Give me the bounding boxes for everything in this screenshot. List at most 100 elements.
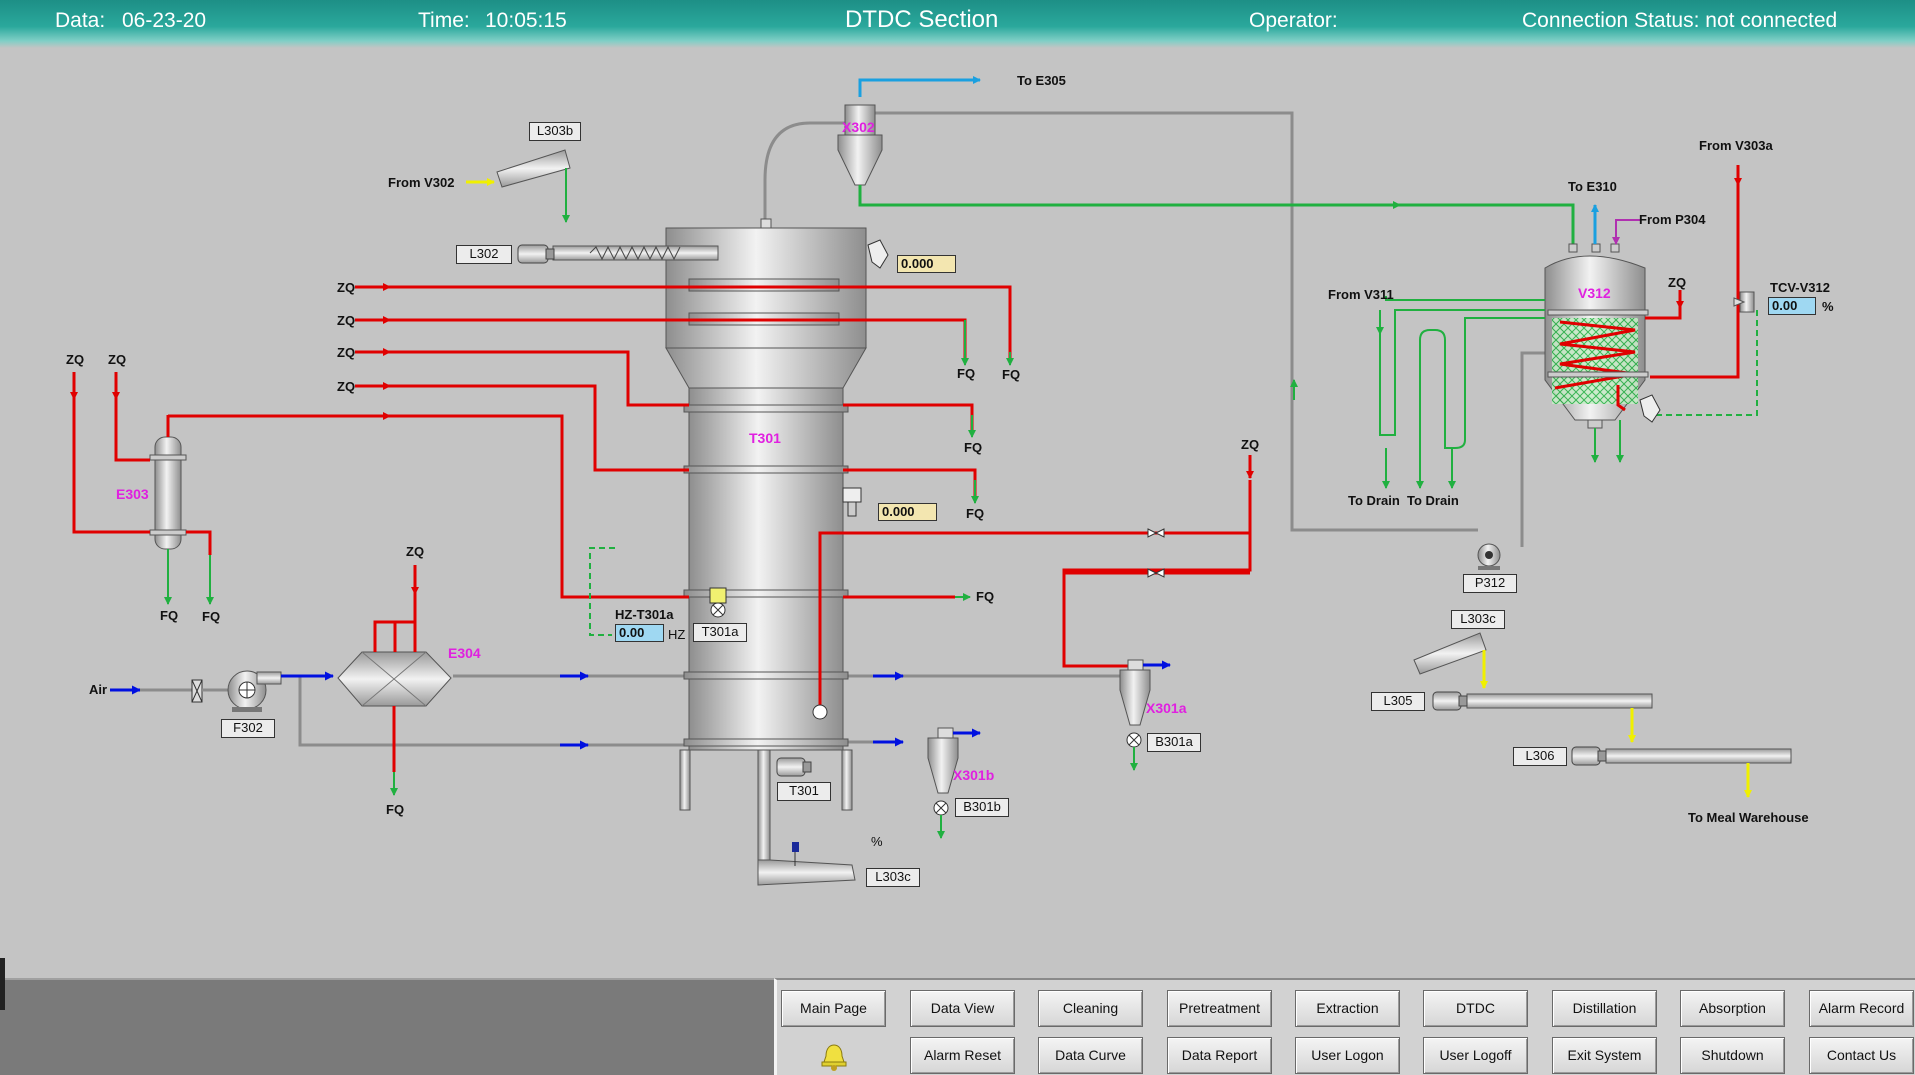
nav-dtdc[interactable]: DTDC <box>1423 990 1528 1027</box>
label-fq: FQ <box>160 608 179 623</box>
tag-l305: L305 <box>1371 692 1425 711</box>
time-label: Time: <box>418 9 470 32</box>
connection-status: Connection Status: not connected <box>1522 9 1838 32</box>
nav-contact-us[interactable]: Contact Us <box>1809 1037 1914 1074</box>
nav-absorption[interactable]: Absorption <box>1680 990 1785 1027</box>
cyclone-x302 <box>837 104 883 186</box>
nav-data-curve[interactable]: Data Curve <box>1038 1037 1143 1074</box>
label-to-drain: To Drain <box>1348 493 1400 508</box>
equipment-label-x302: X302 <box>842 119 875 135</box>
equipment-label-e304: E304 <box>448 645 481 661</box>
hopper-l303b <box>496 149 571 188</box>
nav-shutdown[interactable]: Shutdown <box>1680 1037 1785 1074</box>
nav-extraction[interactable]: Extraction <box>1295 990 1400 1027</box>
label-air: Air <box>89 682 108 697</box>
date-value: 06-23-20 <box>122 9 207 32</box>
hz-unit: HZ <box>668 627 686 642</box>
equipment-label-t301: T301 <box>749 430 781 446</box>
date-label: Data: <box>55 9 106 32</box>
nav-exit-system[interactable]: Exit System <box>1552 1037 1657 1074</box>
fan-icon[interactable] <box>227 670 282 712</box>
label-zq: ZQ <box>406 544 425 559</box>
label-to-e310: To E310 <box>1568 179 1617 194</box>
tag-t301-motor: T301 <box>777 782 831 801</box>
label-to-meal-warehouse: To Meal Warehouse <box>1688 810 1809 825</box>
label-zq: ZQ <box>66 352 85 367</box>
valve-icon[interactable] <box>1639 394 1661 423</box>
label-from-p304: From P304 <box>1639 212 1706 227</box>
process-diagram <box>70 76 1792 886</box>
label-to-e305: To E305 <box>1017 73 1066 88</box>
hopper-l303c <box>1413 632 1487 675</box>
nav-user-logoff[interactable]: User Logoff <box>1423 1037 1528 1074</box>
level-switch <box>812 704 828 720</box>
nav-data-view[interactable]: Data View <box>910 990 1015 1027</box>
pct-symbol: % <box>871 834 883 849</box>
valve-icon[interactable] <box>867 239 889 269</box>
motor-icon[interactable] <box>1432 691 1468 711</box>
nav-cleaning[interactable]: Cleaning <box>1038 990 1143 1027</box>
label-from-v302: From V302 <box>388 175 455 190</box>
nav-pretreatment[interactable]: Pretreatment <box>1167 990 1272 1027</box>
label-fq: FQ <box>957 366 976 381</box>
tcv-value: 0.00 <box>1768 297 1816 315</box>
readout-mid-value: 0.000 <box>878 503 937 521</box>
nav-main-page[interactable]: Main Page <box>781 990 886 1027</box>
label-fq: FQ <box>966 506 985 521</box>
exchanger-e303 <box>149 436 187 550</box>
motor-icon[interactable] <box>776 757 812 777</box>
cyclone-x301b <box>927 727 959 816</box>
tag-t301a: T301a <box>693 623 747 642</box>
label-from-v311: From V311 <box>1328 287 1394 302</box>
motor-icon[interactable] <box>1571 746 1607 766</box>
label-fq: FQ <box>964 440 983 455</box>
exchanger-e304 <box>337 651 452 707</box>
nav-alarm-record[interactable]: Alarm Record <box>1809 990 1914 1027</box>
nav-distillation[interactable]: Distillation <box>1552 990 1657 1027</box>
valve-icon[interactable] <box>1733 291 1755 313</box>
label-zq: ZQ <box>108 352 127 367</box>
conveyor-l306 <box>1605 748 1792 764</box>
tag-l303b: L303b <box>529 122 581 141</box>
label-zq: ZQ <box>337 313 356 328</box>
header-bar: Data: 06-23-20 Time: 10:05:15 DTDC Secti… <box>0 0 1915 48</box>
label-fq: FQ <box>976 589 995 604</box>
nav-data-report[interactable]: Data Report <box>1167 1037 1272 1074</box>
tag-l303c-right: L303c <box>1451 610 1505 629</box>
label-zq: ZQ <box>1241 437 1260 452</box>
equipment-label-e303: E303 <box>116 486 149 502</box>
label-fq: FQ <box>386 802 405 817</box>
label-zq: ZQ <box>337 379 356 394</box>
tag-l306: L306 <box>1513 747 1567 766</box>
operator-label: Operator: <box>1249 9 1338 32</box>
tag-l302: L302 <box>456 245 512 264</box>
time-value: 10:05:15 <box>485 9 567 32</box>
tcv-label: TCV-V312 <box>1770 280 1830 295</box>
vessel-v312 <box>1544 243 1649 429</box>
tag-f302: F302 <box>221 719 275 738</box>
label-to-drain: To Drain <box>1407 493 1459 508</box>
pump-icon[interactable] <box>1477 543 1501 570</box>
label-zq: ZQ <box>337 345 356 360</box>
page-title: DTDC Section <box>845 6 999 33</box>
label-zq: ZQ <box>337 280 356 295</box>
tcv-unit: % <box>1822 299 1834 314</box>
valve-icon[interactable] <box>842 487 862 517</box>
motor-icon[interactable] <box>517 244 555 264</box>
label-fq: FQ <box>202 609 221 624</box>
equipment-label-x301a: X301a <box>1146 700 1187 716</box>
tag-p312: P312 <box>1463 574 1517 593</box>
label-from-v303a: From V303a <box>1699 138 1773 153</box>
hz-label: HZ-T301a <box>615 607 674 622</box>
readout-top-value: 0.000 <box>897 255 956 273</box>
window-edge-marker <box>0 958 5 1010</box>
hz-value: 0.00 <box>615 624 664 642</box>
alarm-bell-icon[interactable] <box>818 1042 850 1072</box>
screw-conveyor-l302 <box>552 245 719 261</box>
conveyor-l305 <box>1466 693 1653 709</box>
footer-left-panel <box>0 978 774 1075</box>
nav-alarm-reset[interactable]: Alarm Reset <box>910 1037 1015 1074</box>
level-transmitter-icon <box>792 842 799 852</box>
nav-user-logon[interactable]: User Logon <box>1295 1037 1400 1074</box>
tag-b301a: B301a <box>1147 733 1201 752</box>
